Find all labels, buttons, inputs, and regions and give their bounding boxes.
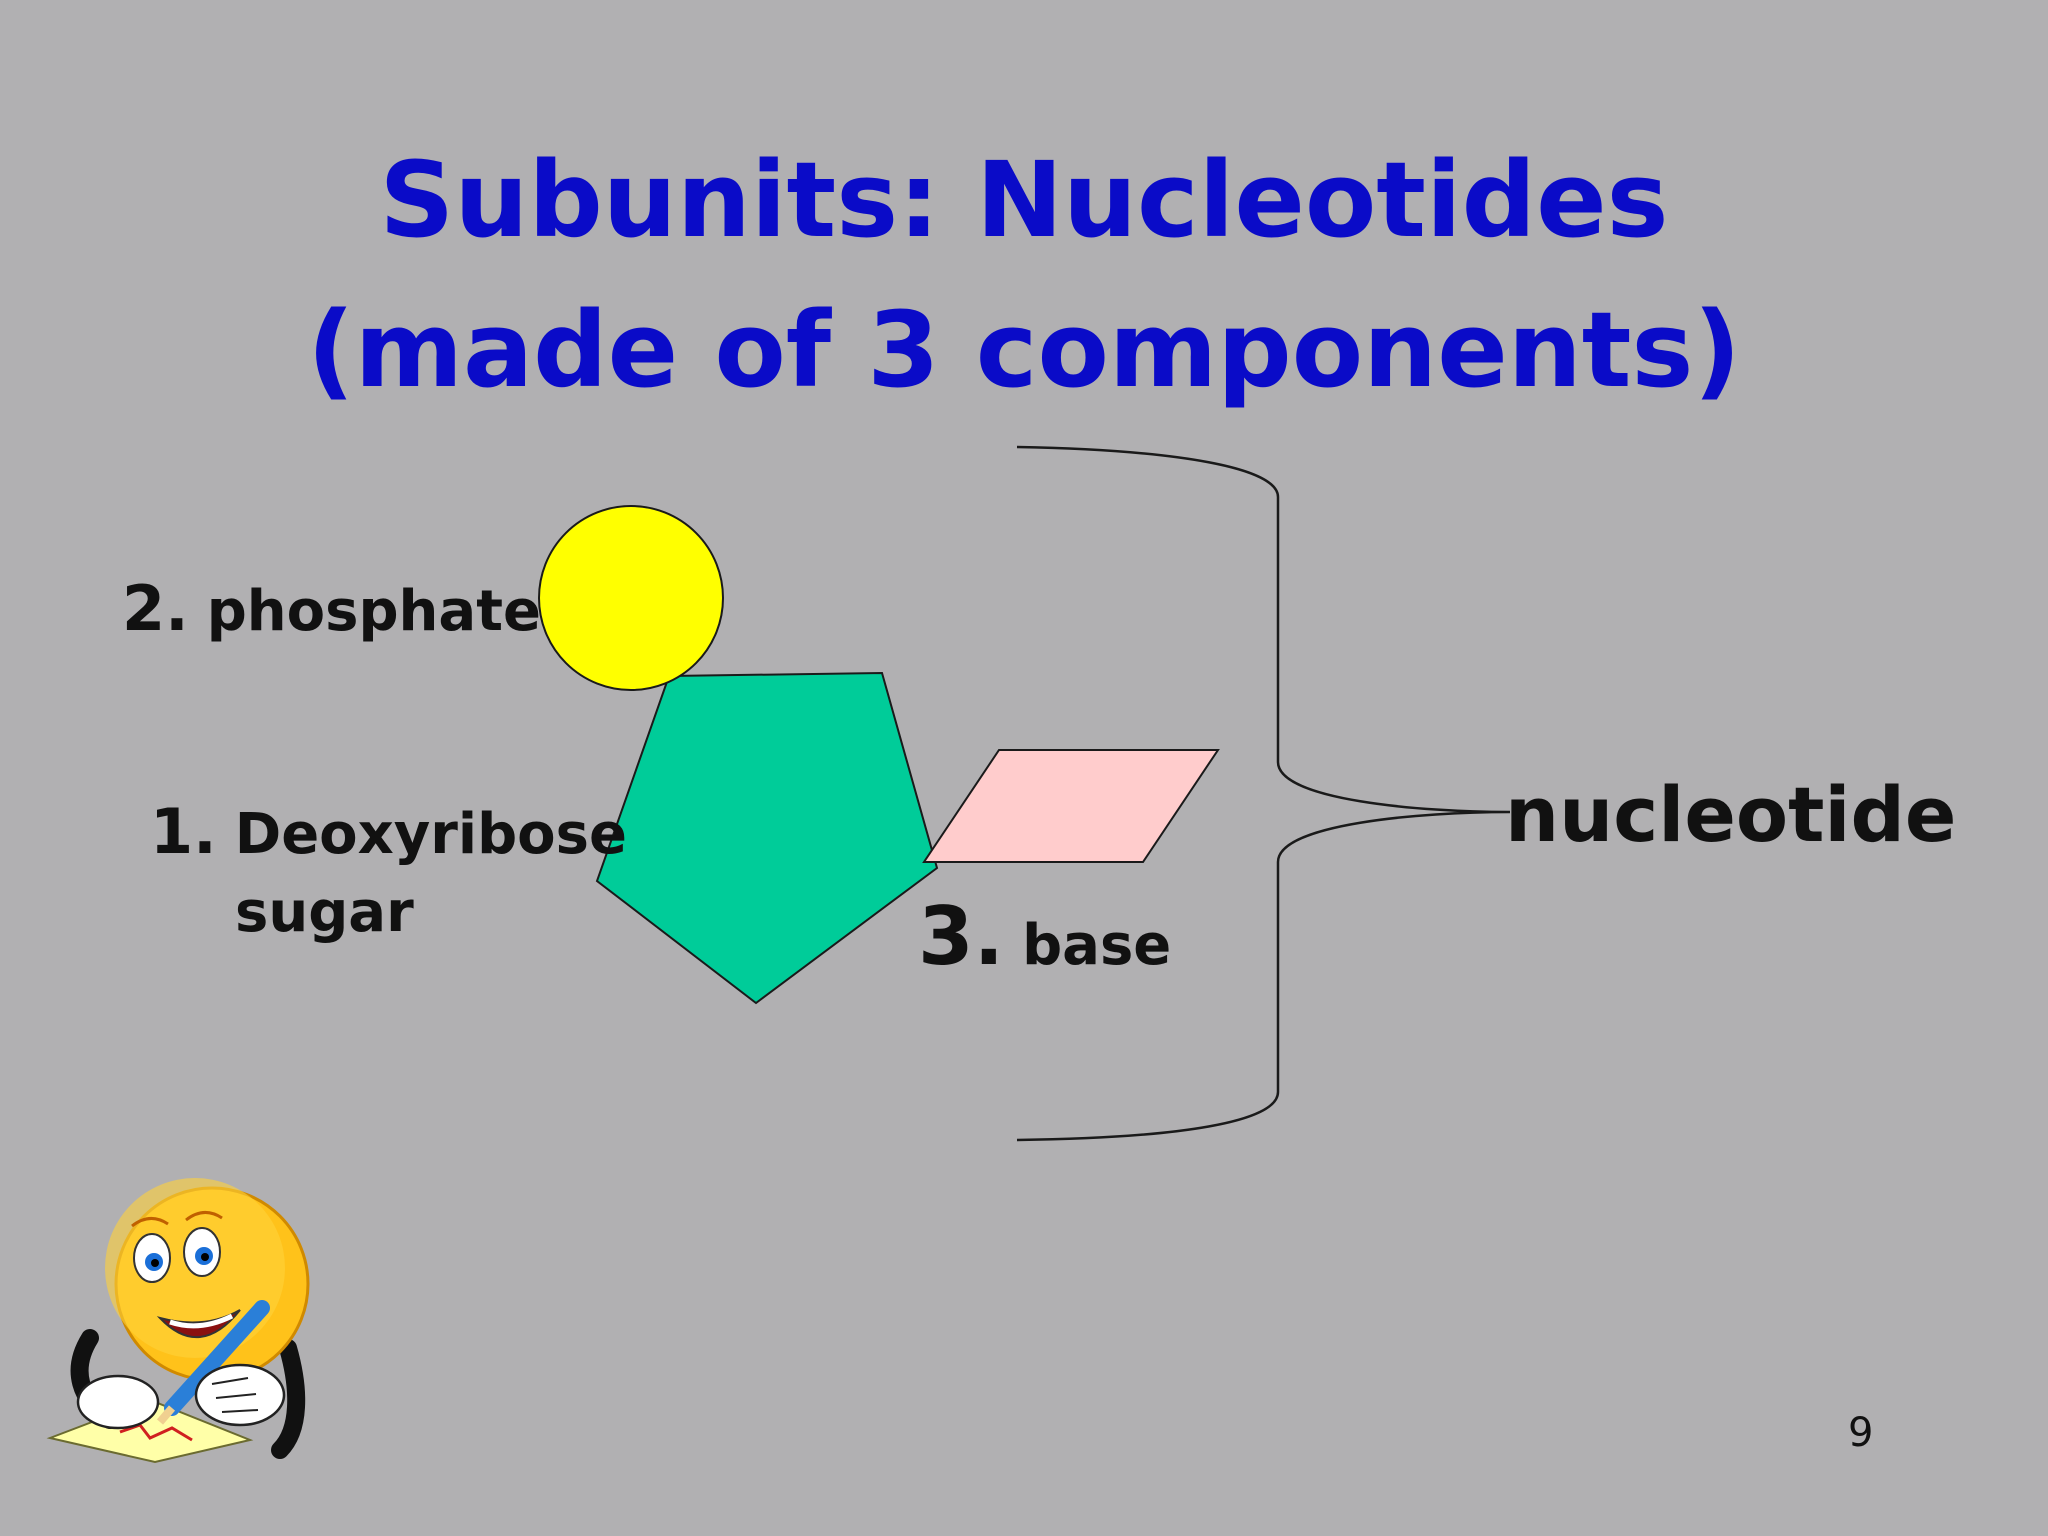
sugar-label-line2: sugar xyxy=(235,880,414,945)
page-number: 9 xyxy=(1848,1410,1874,1456)
base-label: 3. base xyxy=(918,890,1171,983)
phosphate-word: phosphate xyxy=(206,579,541,644)
phosphate-number: 2. xyxy=(122,572,189,645)
sugar-word-line1: Deoxyribose xyxy=(234,802,627,867)
base-number: 3. xyxy=(918,890,1005,983)
slide-title-line2: (made of 3 components) xyxy=(307,289,1741,411)
slide-title-line1: Subunits: Nucleotides xyxy=(379,139,1669,261)
nucleotide-label: nucleotide xyxy=(1505,770,1957,859)
curly-brace xyxy=(1016,445,1511,1142)
smiley-writing-icon xyxy=(46,1178,310,1464)
sugar-number: 1. xyxy=(150,795,217,868)
sugar-word-line2: sugar xyxy=(235,880,414,945)
phosphate-circle xyxy=(538,505,724,691)
base-word: base xyxy=(1022,913,1172,978)
base-parallelogram xyxy=(922,749,1220,863)
phosphate-label: 2. phosphate xyxy=(122,572,541,645)
sugar-pentagon xyxy=(595,671,939,1005)
sugar-label: 1. Deoxyribose xyxy=(150,795,627,868)
